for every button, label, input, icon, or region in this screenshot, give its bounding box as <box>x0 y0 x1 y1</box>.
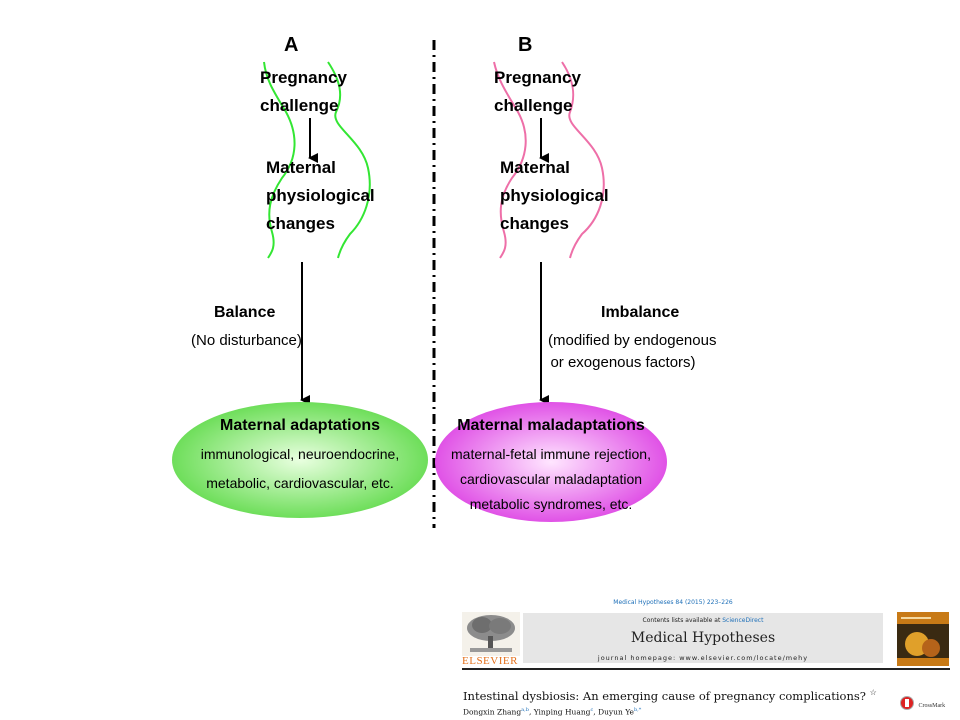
step2-b: Maternal physiological changes <box>500 154 609 238</box>
journal-cover-icon <box>897 612 949 666</box>
outcome-line-b: cardiovascular maladaptation <box>459 471 643 487</box>
title-footnote-mark: ☆ <box>869 688 877 697</box>
step1-a: Pregnancy challenge <box>260 64 347 120</box>
step1-b: Pregnancy challenge <box>494 64 581 120</box>
crossmark-badge[interactable]: CrossMark <box>900 694 945 712</box>
journal-name: Medical Hypotheses <box>630 630 776 646</box>
balance-sub-a: (No disturbance) <box>191 332 302 349</box>
author-name: Yinping Huang <box>533 707 591 717</box>
outcome-line-b: metabolic syndromes, etc. <box>469 496 633 512</box>
contents-line: Contents lists available at ScienceDirec… <box>523 617 883 624</box>
panel-label-a: A <box>284 34 299 56</box>
outcome-ellipse-b <box>435 402 667 522</box>
step1-a-line: Pregnancy <box>260 68 347 87</box>
author-affiliation: a,b <box>521 707 529 713</box>
author-name: Duyun Ye <box>598 707 634 717</box>
author-affiliation: b,* <box>633 707 642 713</box>
author-affiliation: c <box>590 707 594 713</box>
step1-b-line: challenge <box>494 96 573 115</box>
step2-b-line: changes <box>500 214 569 233</box>
pregnant-silhouette-a <box>263 61 371 259</box>
step2-b-line: physiological <box>500 186 609 205</box>
outcome-title-a: Maternal adaptations <box>219 417 381 434</box>
step2-a-line: physiological <box>266 186 375 205</box>
step2-a: Maternal physiological changes <box>266 154 375 238</box>
balance-sub-b-line: (modified by endogenous <box>548 332 717 349</box>
sciencedirect-link[interactable]: ScienceDirect <box>722 617 764 624</box>
outcome-line-a: metabolic, cardiovascular, etc. <box>206 475 394 491</box>
journal-header-box: Contents lists available at ScienceDirec… <box>523 613 883 663</box>
crossmark-label: CrossMark <box>918 703 946 709</box>
outcome-b: Maternal maladaptations maternal-fetal i… <box>436 414 666 516</box>
contents-prefix: Contents lists available at <box>642 617 723 624</box>
panel-label-b: B <box>518 34 533 56</box>
balance-sub-b: (modified by endogenous or exogenous fac… <box>548 330 717 374</box>
balance-title-b: Imbalance <box>601 304 680 321</box>
author-name: Dongxin Zhang <box>463 707 522 717</box>
balance-title-a: Balance <box>214 304 276 321</box>
header-rule <box>462 668 950 670</box>
paper-title: Intestinal dysbiosis: An emerging cause … <box>463 688 877 703</box>
elsevier-logo: ELSEVIER <box>462 612 520 667</box>
step2-b-line: Maternal <box>500 158 570 177</box>
outcome-line-b: maternal-fetal immune rejection, <box>451 446 651 462</box>
journal-citation: Medical Hypotheses 84 (2015) 223–226 <box>613 599 733 606</box>
step2-a-line: changes <box>266 214 335 233</box>
outcome-line-a: immunological, neuroendocrine, <box>200 446 400 462</box>
crossmark-icon <box>900 695 914 710</box>
author-list: Dongxin Zhanga,b, Yinping Huangc, Duyun … <box>463 707 642 717</box>
step1-b-line: Pregnancy <box>494 68 581 87</box>
pregnant-silhouette-b <box>493 61 605 259</box>
step1-a-line: challenge <box>260 96 339 115</box>
balance-sub-b-line: or exogenous factors) <box>550 354 696 371</box>
outcome-a: Maternal adaptations immunological, neur… <box>180 414 420 495</box>
journal-homepage[interactable]: journal homepage: www.elsevier.com/locat… <box>597 654 809 662</box>
paper-title-text: Intestinal dysbiosis: An emerging cause … <box>463 688 866 703</box>
outcome-ellipse-a <box>172 402 428 518</box>
journal-cover-image <box>897 612 949 666</box>
outcome-title-b: Maternal maladaptations <box>457 417 645 434</box>
elsevier-wordmark: ELSEVIER <box>462 655 518 667</box>
step2-a-line: Maternal <box>266 158 336 177</box>
elsevier-tree-icon <box>462 612 520 656</box>
